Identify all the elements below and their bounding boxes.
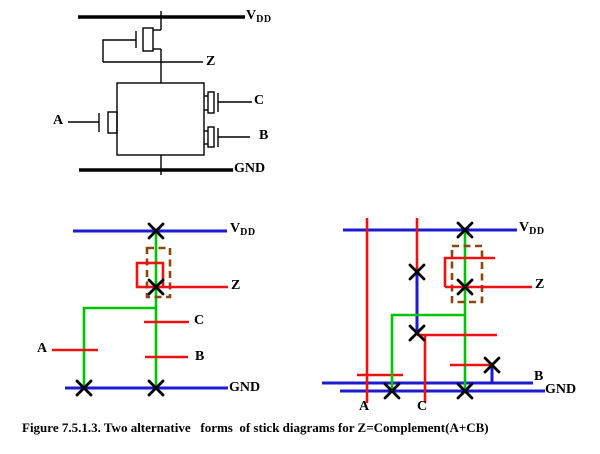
contact-x-gnd-mid <box>147 379 165 397</box>
implant-box <box>450 244 484 304</box>
stick-right-a-label: A <box>359 399 370 414</box>
stick-right-vdd-sub: DD <box>529 226 545 237</box>
stick-left-z-label: Z <box>231 278 241 293</box>
stick-diagram-left <box>52 222 228 397</box>
nmos-c-channel <box>207 91 215 114</box>
stick-right-b-label: B <box>534 369 544 384</box>
vdd-label: VDD <box>246 9 272 25</box>
stick-left-c-label: C <box>194 313 205 328</box>
pullup-channel <box>142 27 154 52</box>
transistor-schematic <box>68 11 252 175</box>
stick-left-a-label: A <box>37 341 48 356</box>
stick-right-c-label: C <box>417 399 428 414</box>
diffusion-branch-a <box>82 306 156 388</box>
stick-diagram-right <box>322 218 545 403</box>
implant-box <box>145 246 172 299</box>
vdd-label-sub: DD <box>256 14 272 25</box>
stick-right-gnd-label: GND <box>545 382 577 397</box>
contact-x-c-top <box>408 263 426 281</box>
stick-left-vdd-label: VDD <box>230 222 256 238</box>
poly-pullup-loop <box>443 256 495 287</box>
pullup-gate-wire <box>102 39 136 62</box>
a-label: A <box>53 113 64 128</box>
contact-x-vdd <box>456 221 474 239</box>
vdd-label-main: V <box>246 8 257 23</box>
diffusion-branch-a <box>390 313 465 391</box>
gnd-label: GND <box>234 161 266 176</box>
contact-x-b <box>483 356 501 374</box>
stick-left-b-label: B <box>195 349 205 364</box>
stick-right-z-label: Z <box>535 277 545 292</box>
b-label: B <box>259 128 269 143</box>
nmos-a-channel <box>107 111 118 134</box>
contact-x-gnd-left <box>75 379 93 397</box>
stick-left-gnd-label: GND <box>229 380 261 395</box>
stick-right-vdd-main: V <box>519 220 530 235</box>
contact-x-vdd <box>147 222 165 240</box>
stick-left-vdd-sub: DD <box>240 227 256 238</box>
stick-left-vdd-main: V <box>230 221 241 236</box>
contact-x-gnd-main <box>456 382 474 400</box>
c-label: C <box>254 93 265 108</box>
stick-right-vdd-label: VDD <box>519 221 545 237</box>
figure-caption: Figure 7.5.1.3. Two alternative forms of… <box>22 420 489 435</box>
nmos-b-channel <box>207 126 215 148</box>
poly-pullup-loop <box>135 261 165 289</box>
contact-x-z <box>456 278 474 296</box>
contact-x-c-bottom <box>408 324 426 342</box>
z-label: Z <box>206 54 216 69</box>
contact-x-gnd-left <box>383 382 401 400</box>
pulldown-network-box <box>116 82 205 156</box>
contact-x-z <box>147 278 165 296</box>
